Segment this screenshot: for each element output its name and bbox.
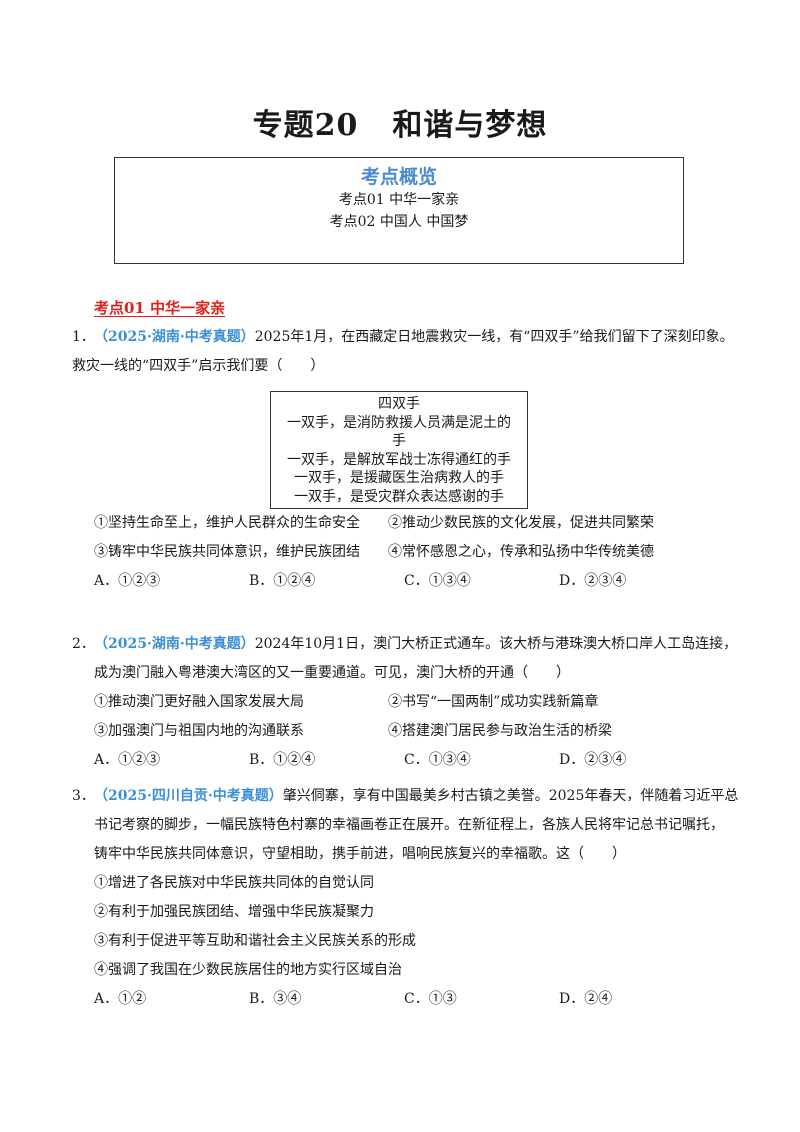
question-text: 救灾一线的“四双手”启示我们要（ ） <box>72 358 325 374</box>
option-a[interactable]: A．①②③ <box>94 573 161 589</box>
question-text: 肇兴侗寨，享有中国最美乡村古镇之美誉。2025年春天，伴随着习近平总 <box>282 788 739 804</box>
section-heading-1: 考点01 中华一家亲 <box>94 299 226 317</box>
question-text: 2024年10月1日，澳门大桥正式通车。该大桥与港珠澳大桥口岸人工岛连接， <box>254 636 738 652</box>
option-d[interactable]: D．②④ <box>559 991 613 1007</box>
statement: ①增进了各民族对中华民族共同体的自觉认同 <box>94 875 374 891</box>
question-text: 铸牢中华民族共同体意识，守望相助，携手前进，唱响民族复兴的幸福歌。这（ ） <box>94 846 626 862</box>
quote-line: 一双手，是消防救援人员满是泥土的 <box>287 414 511 431</box>
quote-line: 一双手，是受灾群众表达感谢的手 <box>294 488 504 505</box>
question-source: （2025·四川自贡·中考真题） <box>94 788 283 804</box>
statement: ②书写“一国两制”成功实践新篇章 <box>388 694 599 710</box>
option-a[interactable]: A．①② <box>94 991 147 1007</box>
statement: ①坚持生命至上，维护人民群众的生命安全 <box>94 515 360 531</box>
statement: ④强调了我国在少数民族居住的地方实行区域自治 <box>94 962 402 978</box>
title-topic-number: 专题20 <box>252 108 359 143</box>
question-number: 1． <box>72 329 95 345</box>
overview-box: 考点概览 考点01 中华一家亲 考点02 中国人 中国梦 <box>114 157 684 264</box>
option-b[interactable]: B．③④ <box>249 991 302 1007</box>
statement: ③有利于促进平等互助和谐社会主义民族关系的形成 <box>94 933 416 949</box>
statement: ②推动少数民族的文化发展，促进共同繁荣 <box>388 515 654 531</box>
title-topic-name: 和谐与梦想 <box>392 108 548 143</box>
question-number: 2． <box>72 636 95 652</box>
quote-line: 一双手，是援藏医生治病救人的手 <box>294 470 504 486</box>
option-c[interactable]: C．①③ <box>404 991 457 1007</box>
option-c[interactable]: C．①③④ <box>404 752 471 768</box>
question-text: 2025年1月，在西藏定日地震救灾一线，有“四双手”给我们留下了深刻印象。 <box>254 329 734 345</box>
quote-box: 四双手 一双手，是消防救援人员满是泥土的 手 一双手，是解放军战士冻得通红的手 … <box>270 391 528 509</box>
option-b[interactable]: B．①②④ <box>249 573 316 589</box>
overview-heading: 考点概览 <box>360 166 437 188</box>
question-1-choices: ①坚持生命至上，维护人民群众的生命安全 ②推动少数民族的文化发展，促进共同繁荣 ③… <box>94 509 744 596</box>
statement: ②有利于加强民族团结、增强中华民族凝聚力 <box>94 904 374 920</box>
quote-line: 手 <box>392 433 406 449</box>
statement: ①推动澳门更好融入国家发展大局 <box>94 694 304 710</box>
question-number: 3． <box>72 788 95 804</box>
option-d[interactable]: D．②③④ <box>559 573 627 589</box>
question-3: 3．（2025·四川自贡·中考真题）肇兴侗寨，享有中国最美乡村古镇之美誉。202… <box>72 782 742 1014</box>
statement: ③加强澳门与祖国内地的沟通联系 <box>94 723 304 739</box>
overview-item-2: 考点02 中国人 中国梦 <box>329 214 469 230</box>
question-2: 2．（2025·湖南·中考真题）2024年10月1日，澳门大桥正式通车。该大桥与… <box>72 630 742 775</box>
option-c[interactable]: C．①③④ <box>404 573 471 589</box>
option-a[interactable]: A．①②③ <box>94 752 161 768</box>
question-source: （2025·湖南·中考真题） <box>94 329 255 345</box>
question-source: （2025·湖南·中考真题） <box>94 636 255 652</box>
quote-heading: 四双手 <box>378 396 420 412</box>
option-b[interactable]: B．①②④ <box>249 752 316 768</box>
option-d[interactable]: D．②③④ <box>559 752 627 768</box>
page-title: 专题20 和谐与梦想 <box>0 100 800 144</box>
question-text: 书记考察的脚步，一幅民族特色村寨的幸福画卷正在展开。在新征程上，各族人民将牢记总… <box>94 817 724 833</box>
question-1: 1．（2025·湖南·中考真题）2025年1月，在西藏定日地震救灾一线，有“四双… <box>72 323 742 381</box>
quote-line: 一双手，是解放军战士冻得通红的手 <box>287 451 511 468</box>
overview-item-1: 考点01 中华一家亲 <box>338 192 460 208</box>
statement: ④常怀感恩之心，传承和弘扬中华传统美德 <box>388 544 654 560</box>
statement: ④搭建澳门居民参与政治生活的桥梁 <box>388 723 612 739</box>
question-text: 成为澳门融入粤港澳大湾区的又一重要通道。可见，澳门大桥的开通（ ） <box>94 665 570 681</box>
statement: ③铸牢中华民族共同体意识，维护民族团结 <box>94 544 360 560</box>
